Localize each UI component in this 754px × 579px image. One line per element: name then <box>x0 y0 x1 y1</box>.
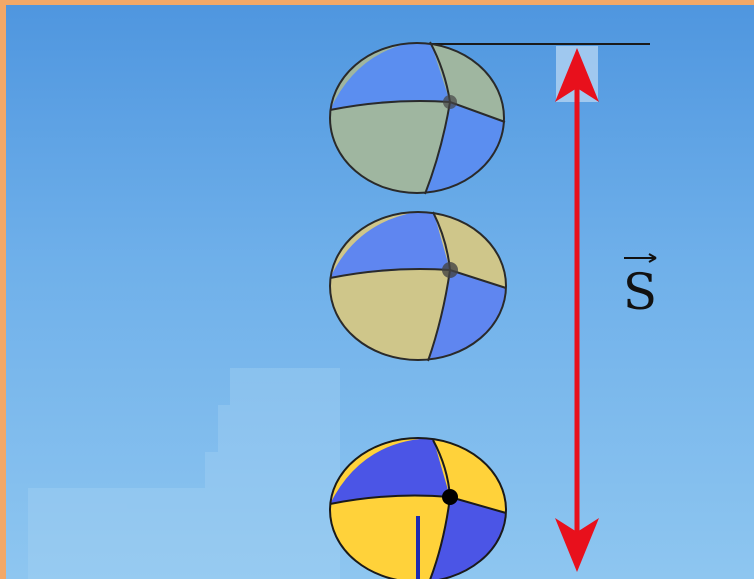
background-steps <box>28 368 340 579</box>
ball-top-faded <box>329 41 506 195</box>
ball-middle <box>329 211 507 362</box>
vector-s-text: S <box>623 263 657 321</box>
ball-bottom-bright <box>329 437 507 579</box>
vector-s-label: S <box>623 253 657 321</box>
displacement-arrow <box>555 48 599 572</box>
